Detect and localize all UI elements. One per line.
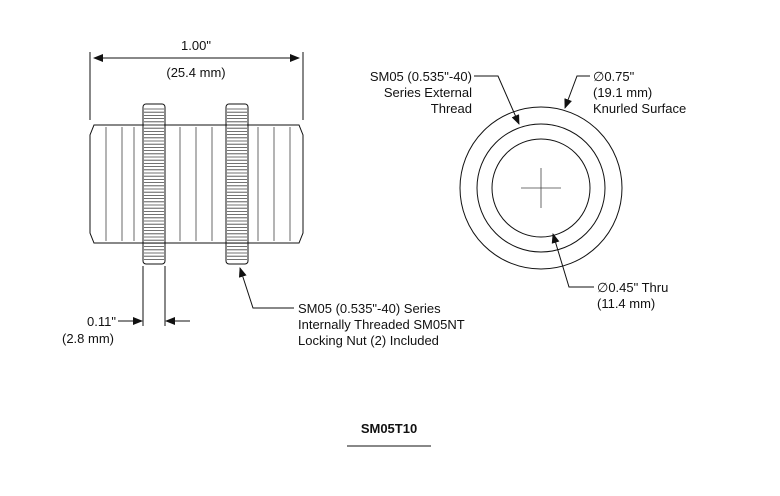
external-thread-callout: SM05 (0.535"-40) Series External Thread xyxy=(370,69,520,125)
locking-nut-callout: SM05 (0.535"-40) Series Internally Threa… xyxy=(238,267,465,348)
nut-mm-label: (2.8 mm) xyxy=(62,331,114,346)
locking-nut-line-1: SM05 (0.535"-40) Series xyxy=(298,301,441,316)
outer-knurled-circle xyxy=(459,106,623,270)
external-thread-line-3: Thread xyxy=(431,101,472,116)
right-nut-knurl xyxy=(227,108,247,260)
tube-ridges xyxy=(105,127,291,241)
inner-diameter-callout: ∅0.45" Thru (11.4 mm) xyxy=(551,233,668,311)
outer-diameter-line-3: Knurled Surface xyxy=(593,101,686,116)
length-mm-label: (25.4 mm) xyxy=(166,65,225,80)
bore-circle xyxy=(491,138,591,238)
locking-nut-line-2: Internally Threaded SM05NT xyxy=(298,317,465,332)
length-dimension: 1.00" (25.4 mm) xyxy=(89,38,304,120)
inner-diameter-line-1: ∅0.45" Thru xyxy=(597,280,668,295)
outer-diameter-line-2: (19.1 mm) xyxy=(593,85,652,100)
side-view xyxy=(89,103,304,265)
external-thread-circle xyxy=(476,123,606,253)
tube-body xyxy=(89,124,304,244)
part-number: SM05T10 xyxy=(361,421,417,436)
external-thread-line-2: Series External xyxy=(384,85,472,100)
inner-diameter-line-2: (11.4 mm) xyxy=(597,296,655,311)
nut-thickness-dimension: 0.11" (2.8 mm) xyxy=(62,266,190,346)
part-number-block: SM05T10 xyxy=(347,421,431,447)
locking-nut-line-3: Locking Nut (2) Included xyxy=(298,333,439,348)
nut-inch-label: 0.11" xyxy=(87,314,116,329)
outer-diameter-callout: ∅0.75" (19.1 mm) Knurled Surface xyxy=(564,69,686,116)
external-thread-line-1: SM05 (0.535"-40) xyxy=(370,69,472,84)
left-locking-nut xyxy=(142,103,166,265)
outer-diameter-line-1: ∅0.75" xyxy=(593,69,635,84)
end-view xyxy=(459,106,623,270)
right-locking-nut xyxy=(225,103,249,265)
left-nut-knurl xyxy=(144,108,164,260)
length-inch-label: 1.00" xyxy=(181,38,211,53)
